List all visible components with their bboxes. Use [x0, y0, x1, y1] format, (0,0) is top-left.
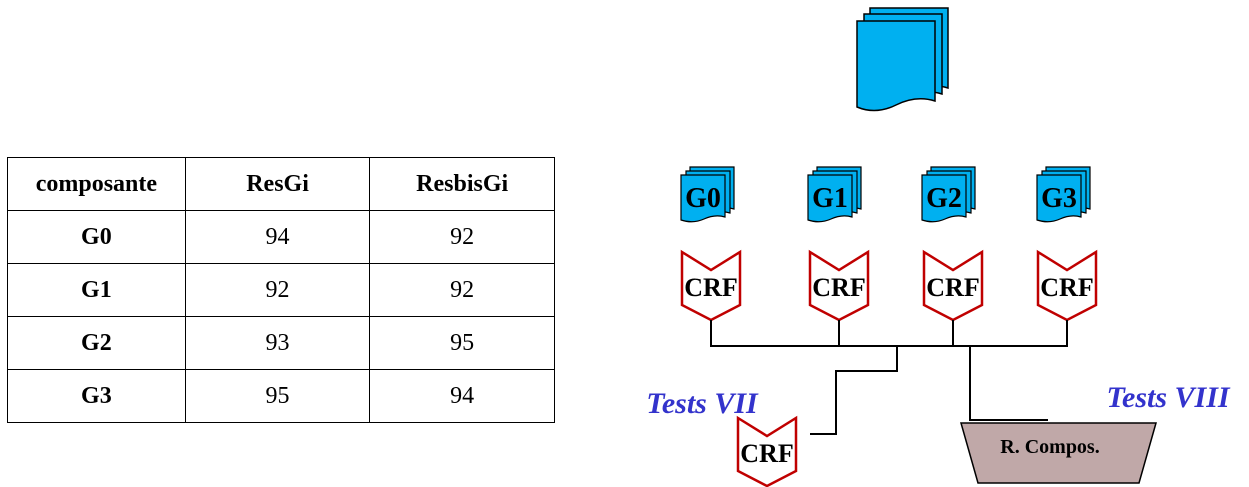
cell-component: G3 — [7, 369, 186, 423]
table-row: G3 95 94 — [7, 369, 555, 423]
connector-lines — [710, 320, 1068, 435]
group-label: G0 — [685, 183, 721, 214]
tests-viii-label: Tests VIII — [1106, 381, 1230, 414]
crf-g1: CRF — [808, 249, 870, 322]
cell-resbisgi: 95 — [369, 316, 555, 370]
group-doc-g0: G0 — [680, 166, 735, 223]
cell-resgi: 95 — [184, 369, 371, 423]
header-composante: composante — [7, 157, 186, 211]
group-label: G3 — [1041, 183, 1077, 214]
crf-g0: CRF — [680, 249, 742, 322]
results-table: composante ResGi ResbisGi G0 94 92 G1 92… — [7, 157, 555, 423]
crf-final: CRF — [736, 415, 798, 487]
group-label: G1 — [812, 183, 848, 214]
crf-g3: CRF — [1036, 249, 1098, 322]
group-label: G2 — [926, 183, 962, 214]
crf-label: CRF — [812, 273, 865, 302]
crf-label: CRF — [926, 273, 979, 302]
cell-resbisgi: 94 — [369, 369, 555, 423]
composition-label: R. Compos. — [1000, 436, 1099, 458]
crf-label: CRF — [1040, 273, 1093, 302]
table-header-row: composante ResGi ResbisGi — [7, 157, 555, 211]
cell-component: G2 — [7, 316, 186, 370]
header-resgi: ResGi — [184, 157, 371, 211]
tests-vii-label: Tests VII — [646, 387, 759, 420]
composition-box: R. Compos. — [960, 422, 1157, 484]
crf-label: CRF — [740, 439, 793, 468]
cell-resbisgi: 92 — [369, 210, 555, 264]
crf-g2: CRF — [922, 249, 984, 322]
group-doc-g1: G1 — [807, 166, 862, 223]
crf-label: CRF — [684, 273, 737, 302]
group-doc-g2: G2 — [921, 166, 976, 223]
header-resbisgi: ResbisGi — [369, 157, 555, 211]
table-row: G2 93 95 — [7, 316, 555, 370]
group-doc-g3: G3 — [1036, 166, 1091, 223]
cell-resgi: 93 — [184, 316, 371, 370]
source-documents-icon — [856, 7, 949, 112]
